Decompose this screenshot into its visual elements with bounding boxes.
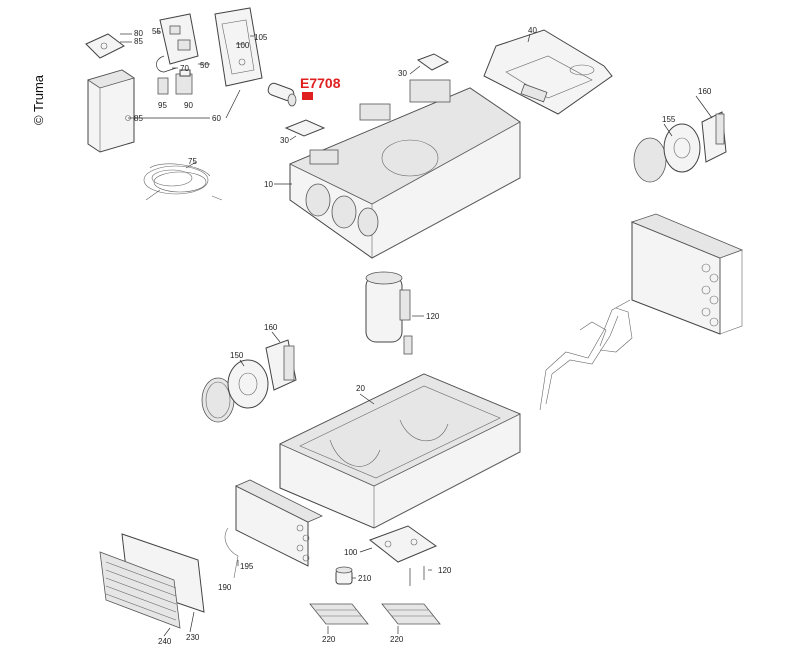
label-150: 150 bbox=[230, 351, 244, 360]
label-195: 195 bbox=[240, 562, 254, 571]
label-210: 210 bbox=[358, 574, 372, 583]
highlight-marker bbox=[302, 92, 313, 100]
cover-plate-40 bbox=[483, 29, 613, 115]
base-tray-20 bbox=[279, 373, 521, 529]
label-95: 95 bbox=[158, 101, 167, 110]
transformer-90 bbox=[175, 69, 193, 95]
label-240: 240 bbox=[158, 637, 172, 646]
blower-wheel-150 bbox=[227, 359, 269, 409]
cap-210 bbox=[335, 566, 353, 585]
cable-70 bbox=[156, 55, 177, 73]
label-220-right: 220 bbox=[390, 635, 404, 644]
label-75: 75 bbox=[188, 157, 197, 166]
air-grille-240 bbox=[99, 551, 181, 629]
label-55: 55 bbox=[152, 27, 161, 36]
label-10: 10 bbox=[264, 180, 273, 189]
label-85-side: 85 bbox=[134, 114, 143, 123]
control-panel-50 bbox=[214, 7, 263, 87]
label-160-top: 160 bbox=[698, 87, 712, 96]
label-120-compressor: 120 bbox=[426, 312, 440, 321]
label-190: 190 bbox=[218, 583, 232, 592]
leader-lines bbox=[163, 33, 713, 637]
control-board-55 bbox=[159, 13, 199, 65]
compressor bbox=[365, 271, 413, 355]
label-100-top: 100 bbox=[236, 41, 250, 50]
blower-wheel-155 bbox=[633, 123, 701, 183]
motor-bracket-160-top bbox=[701, 111, 727, 163]
part-labels: 80 85 55 105 100 70 50 95 90 85 60 30 30… bbox=[134, 26, 712, 646]
refrigerant-piping bbox=[539, 299, 633, 411]
label-230: 230 bbox=[186, 633, 200, 642]
motor-bracket-160-left bbox=[265, 339, 297, 391]
control-housing-60 bbox=[87, 69, 135, 153]
label-220-left: 220 bbox=[322, 635, 336, 644]
leader-lines-upper-left bbox=[120, 31, 254, 169]
gasket-30-left bbox=[284, 119, 326, 137]
label-80: 80 bbox=[134, 29, 143, 38]
label-105: 105 bbox=[254, 33, 268, 42]
label-20: 20 bbox=[356, 384, 365, 393]
cable-harness-75 bbox=[143, 163, 223, 201]
mounting-plate-100 bbox=[368, 525, 438, 563]
label-30-top: 30 bbox=[398, 69, 407, 78]
label-120-bottom: 120 bbox=[438, 566, 452, 575]
label-155: 155 bbox=[662, 115, 676, 124]
thermostat-sensor-195 bbox=[224, 527, 239, 579]
label-30-left: 30 bbox=[280, 136, 289, 145]
pump-part-highlight bbox=[267, 82, 297, 107]
heat-exchanger-right bbox=[630, 213, 744, 335]
relay-95 bbox=[157, 77, 169, 95]
label-90: 90 bbox=[184, 101, 193, 110]
gasket-30-top bbox=[416, 53, 450, 71]
copyright-text: © Truma bbox=[31, 74, 46, 125]
label-100-bottom: 100 bbox=[344, 548, 358, 557]
label-160-left: 160 bbox=[264, 323, 278, 332]
evaporator-coil-bottom bbox=[235, 479, 323, 567]
label-60: 60 bbox=[212, 114, 221, 123]
label-40: 40 bbox=[528, 26, 537, 35]
grid-panel-220-left bbox=[309, 603, 369, 625]
mounting-plate-80 bbox=[85, 33, 125, 59]
screws-120 bbox=[409, 566, 425, 586]
label-70: 70 bbox=[180, 64, 189, 73]
label-50: 50 bbox=[200, 61, 209, 70]
highlight-part-number: E7708 bbox=[300, 75, 341, 91]
label-85-top: 85 bbox=[134, 37, 143, 46]
upper-housing-10 bbox=[289, 79, 521, 259]
grid-panel-220-right bbox=[381, 603, 441, 625]
